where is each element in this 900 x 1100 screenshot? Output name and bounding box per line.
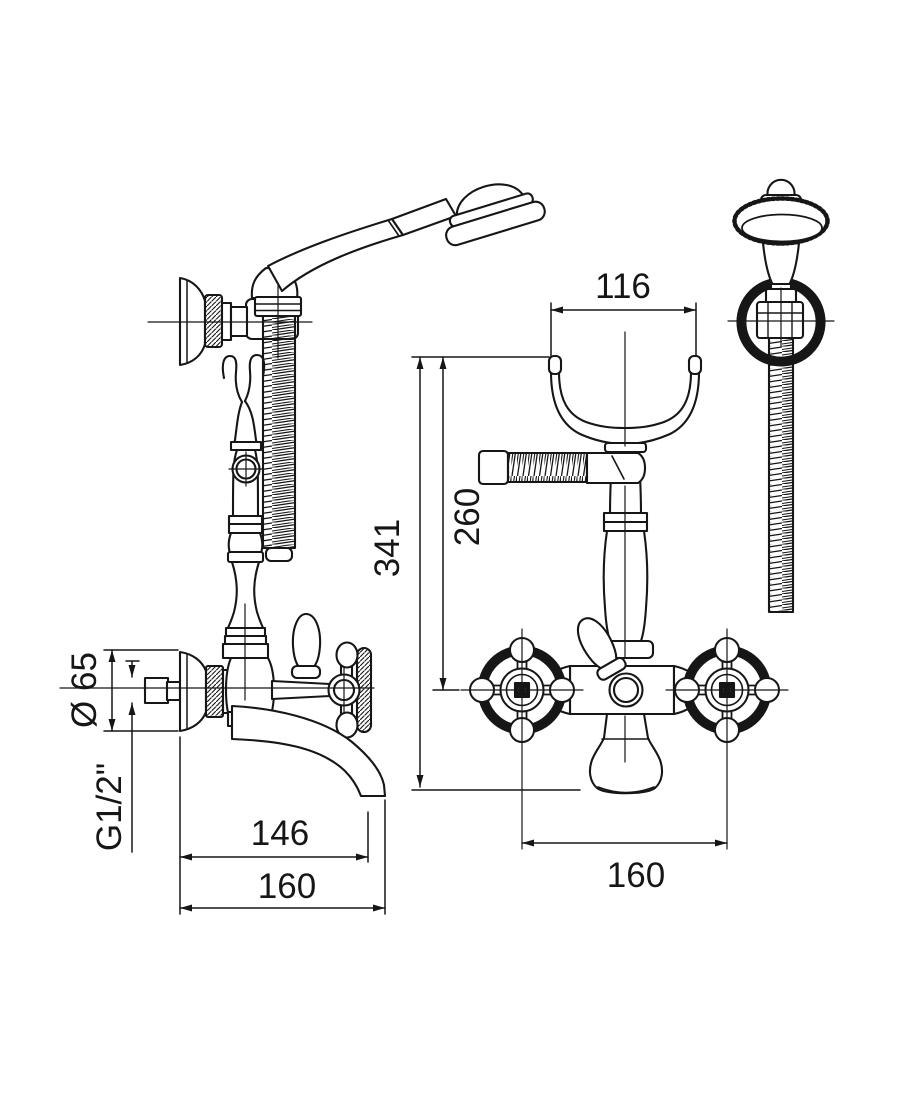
- dim-label-total-height: 341: [368, 519, 407, 577]
- dim-label-spout-reach: 146: [251, 814, 309, 853]
- dim-handle-centers: [521, 839, 728, 847]
- dim-label-cradle-width: 116: [595, 267, 651, 306]
- front-view: [460, 331, 789, 850]
- dim-thread: [125, 660, 140, 853]
- shower-hose-front: [767, 336, 795, 614]
- shower-hose-side: [261, 314, 297, 563]
- dim-spout-total: [179, 799, 386, 915]
- hose-stub-front: [477, 449, 647, 486]
- dimension-labels: 116 341 260 Ø 65 G1/2" 146 160 160: [65, 267, 665, 906]
- cradle-fork-side: [221, 353, 266, 452]
- side-view-centerlines: [59, 285, 375, 713]
- side-view: [59, 183, 546, 798]
- handshower-side: [250, 183, 546, 318]
- handshower-head-side: [445, 183, 546, 247]
- dim-cradle-width: [550, 302, 697, 357]
- cross-handle-side: [270, 641, 373, 739]
- wall-holder-view: [727, 178, 835, 614]
- front-view-centerlines: [460, 331, 789, 850]
- tub-spout-front: [588, 712, 664, 795]
- dim-center-height: [432, 356, 460, 691]
- dim-label-thread: G1/2": [90, 763, 129, 851]
- dim-label-flange-diameter: Ø 65: [65, 652, 104, 728]
- dim-spout-reach: [179, 736, 369, 915]
- tub-spout-side: [230, 704, 387, 798]
- dim-label-center-height: 260: [448, 488, 487, 546]
- diverter-lever-side: [290, 612, 322, 680]
- dimensions: [103, 302, 728, 915]
- dim-label-spout-total: 160: [258, 867, 316, 906]
- dim-label-handle-centers: 160: [607, 856, 665, 895]
- diverter-lever-front: [576, 617, 627, 681]
- dim-flange-diameter: [103, 649, 179, 732]
- holder-view-centerlines: [727, 287, 835, 347]
- dim-total-height: [411, 356, 581, 791]
